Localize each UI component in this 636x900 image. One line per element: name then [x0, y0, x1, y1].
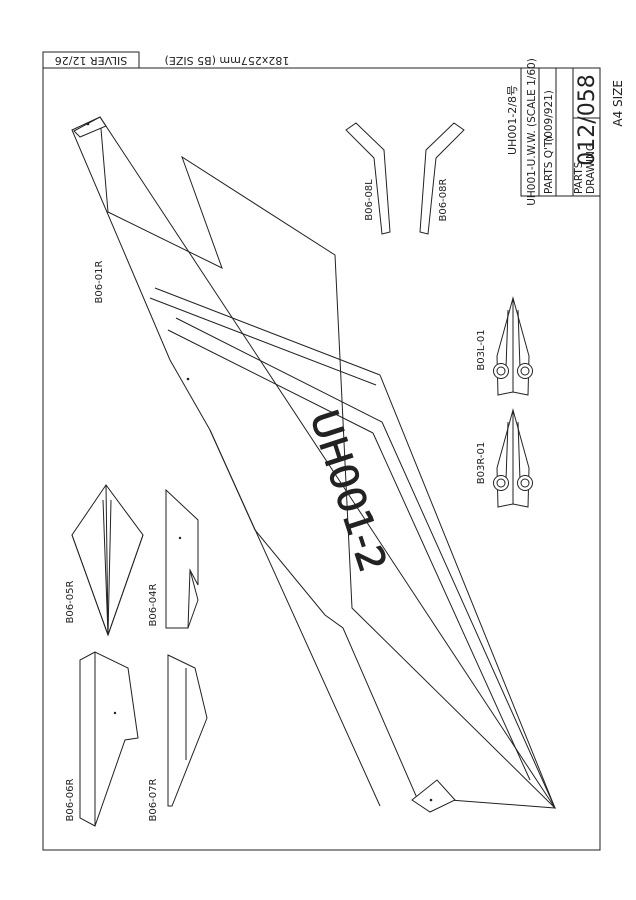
label-b06-07r: B06-07R [148, 779, 159, 822]
label-b06-04r: B06-04R [148, 584, 159, 627]
model-name: UH001-2/8号 [506, 85, 519, 155]
parts-label: PARTS [573, 161, 585, 194]
parts-qty-value: (009/921) [543, 90, 555, 142]
label-b06-06r: B06-06R [65, 779, 76, 822]
sheet-tag: SILVER 12/26 [55, 54, 127, 67]
parts-qty-label: PARTS Q'TY [543, 134, 555, 194]
drawing-number: 012/058 [575, 74, 600, 165]
part-b03l-01 [493, 296, 533, 396]
part-b06-06r [79, 651, 139, 827]
title-block: UH001-2/8号 UH001-U.W.W. (SCALE 1/60) PAR… [506, 58, 601, 206]
sheet-border [42, 67, 601, 851]
part-b06-07r [167, 654, 208, 807]
model-scale-line: UH001-U.W.W. (SCALE 1/60) [526, 58, 538, 206]
part-b06-08l [345, 122, 391, 235]
page-size-label: A4 SIZE [611, 80, 625, 127]
part-b03r-01 [493, 408, 533, 508]
part-b06-05r [71, 484, 144, 637]
label-b03r-01: B03R-01 [476, 442, 487, 484]
label-b06-08r: B06-08R [438, 179, 449, 222]
label-b06-08l: B06-08L [364, 179, 375, 221]
label-b06-01r: B06-01R [94, 261, 105, 304]
header-strip: SILVER 12/26 182x257mm (B5 SIZE) [42, 51, 290, 69]
label-b03l-01: B03L-01 [476, 329, 487, 370]
part-b06-08r [419, 122, 465, 235]
part-b06-04r [165, 488, 199, 629]
wing-part-b06-01r [71, 116, 557, 813]
drawing-label: DRAWING [585, 143, 597, 194]
paper-size-note: 182x257mm (B5 SIZE) [165, 54, 290, 67]
label-b06-05r: B06-05R [65, 581, 76, 624]
